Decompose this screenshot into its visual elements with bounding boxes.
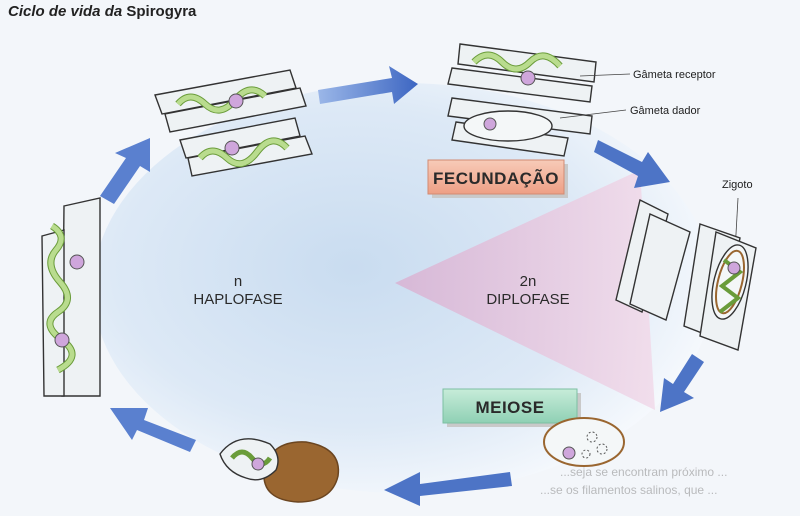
filament-zygote	[615, 198, 757, 351]
zygote-meiosis	[543, 417, 625, 467]
meiose-stage-box: MEIOSE	[442, 388, 581, 427]
meiose-label: MEIOSE	[475, 398, 544, 417]
bleed-text-2: ...se os filamentos salinos, que ...	[540, 483, 717, 497]
diploid-wedge	[395, 170, 655, 410]
haploid-ploidy-label: n	[234, 273, 242, 290]
callout-receptor: Gâmeta receptor	[633, 69, 716, 81]
arrow-top-right	[318, 66, 418, 104]
cycle-arrows	[100, 66, 704, 506]
fecundacao-label: FECUNDAÇÃO	[433, 168, 559, 188]
filament-upper-pair	[154, 69, 313, 177]
diploid-ploidy-label: 2n	[520, 273, 537, 290]
germinating-spore	[219, 438, 340, 503]
callout-donor: Gâmeta dador	[630, 105, 701, 117]
title-organism: Spirogyra	[126, 3, 197, 20]
callout-zygote: Zigoto	[722, 179, 753, 191]
diploid-phase-label: DIPLOFASE	[486, 291, 569, 308]
arrow-bottom-center	[384, 472, 512, 506]
arrow-bottom-left	[110, 408, 196, 452]
arrow-right-upper	[594, 140, 670, 188]
bleed-text-1: ...seja se encontram próximo ...	[560, 465, 727, 479]
title-prefix: Ciclo de vida da	[8, 3, 123, 20]
arrow-upper-left	[100, 138, 150, 204]
fecundacao-stage-box: FECUNDAÇÃO	[427, 159, 568, 198]
filament-left	[41, 197, 101, 397]
haploid-phase-label: HAPLOFASE	[193, 291, 282, 308]
diagram-title: Ciclo de vida da Spirogyra	[8, 3, 196, 20]
filament-conjugation	[447, 43, 597, 157]
arrow-right-lower	[660, 354, 704, 412]
